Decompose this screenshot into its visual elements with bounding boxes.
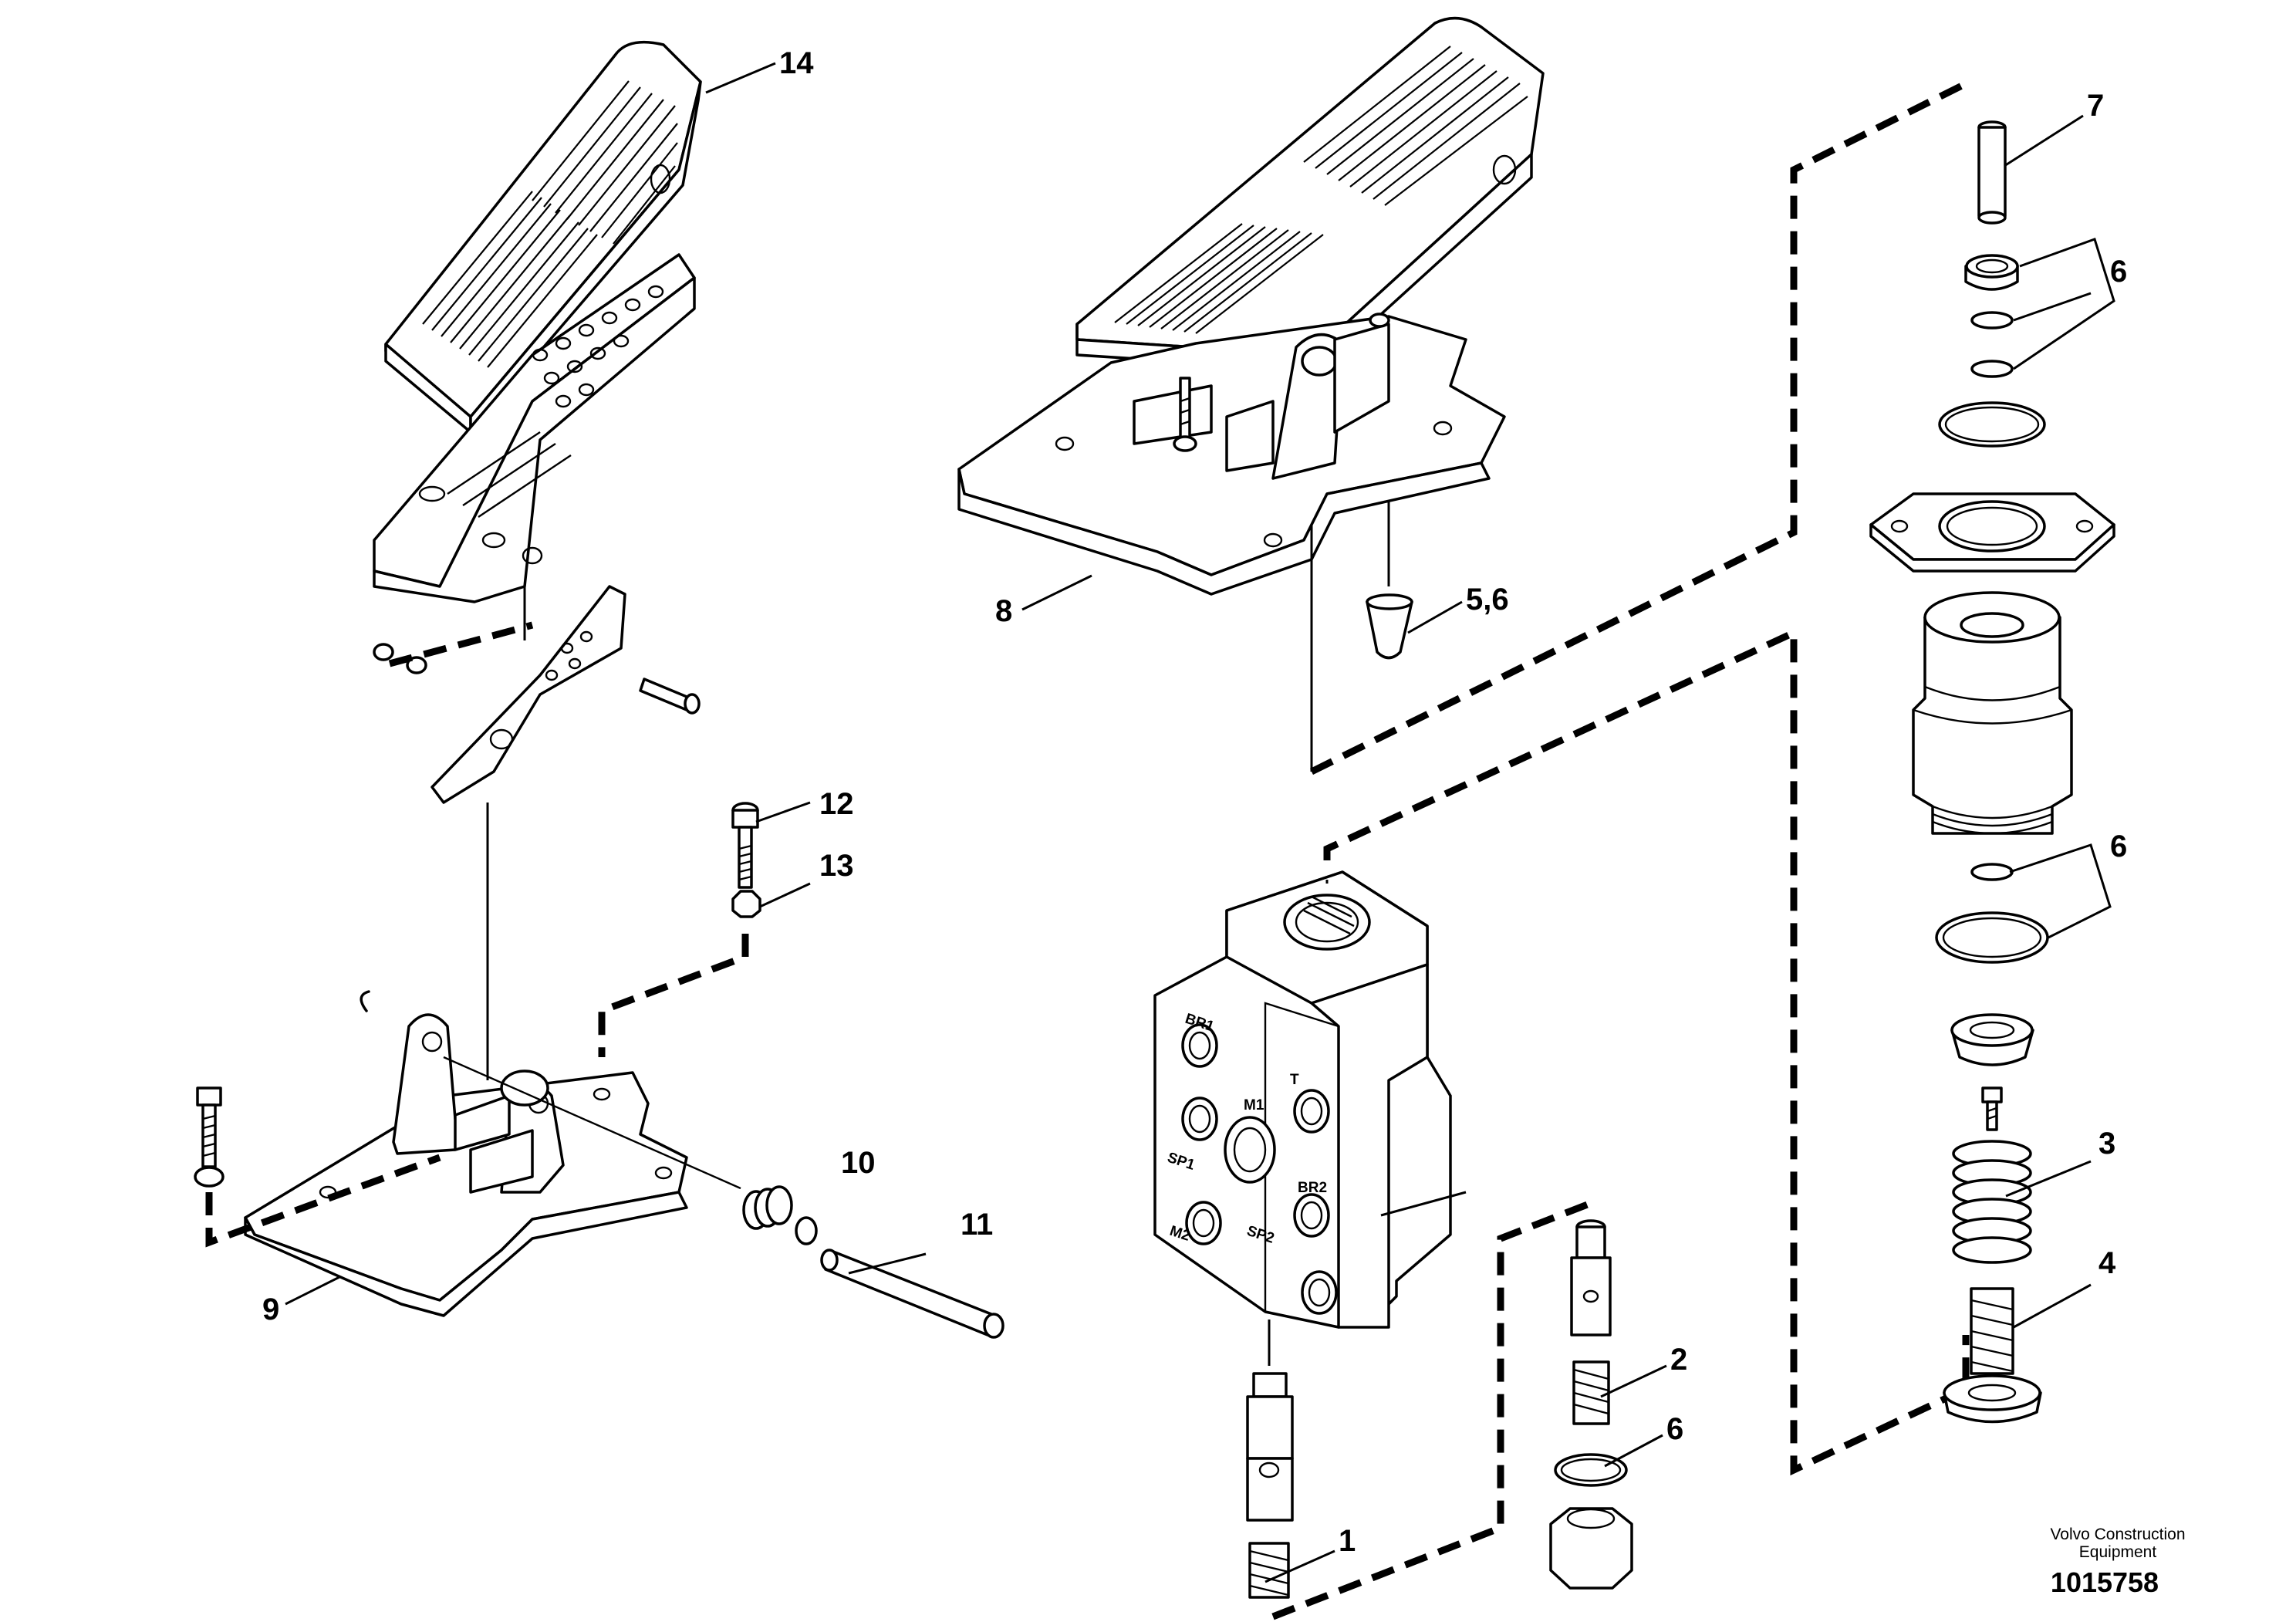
left-nut-washer bbox=[373, 643, 427, 674]
callout-13: 13 bbox=[819, 849, 854, 883]
callout-leaders bbox=[285, 62, 2115, 1583]
callout-4: 4 bbox=[2098, 1246, 2116, 1280]
hex-nut-lower bbox=[1549, 1507, 1633, 1590]
o-ring-6a bbox=[1970, 311, 2014, 329]
callout-3: 3 bbox=[2098, 1127, 2115, 1161]
left-pedal-body bbox=[373, 253, 696, 603]
left-pedal-assembly bbox=[194, 40, 1004, 1339]
left-bolt bbox=[639, 678, 701, 715]
callout-2: 2 bbox=[1670, 1343, 1687, 1377]
callout-labels: 14 8 5,6 12 13 10 11 9 1 2 6 7 6 6 3 4 bbox=[262, 46, 2127, 1558]
callout-7: 7 bbox=[2087, 89, 2104, 123]
flange-plate bbox=[1869, 492, 2115, 573]
callout-6-lower: 6 bbox=[1666, 1412, 1683, 1446]
washer-6-top bbox=[1964, 254, 2019, 291]
callout-1: 1 bbox=[1339, 1524, 1356, 1558]
large-o-ring-lower bbox=[1935, 911, 2049, 964]
lower-plunger-stack bbox=[1246, 1200, 1591, 1620]
spring-cup bbox=[1950, 1013, 2034, 1066]
o-ring-6b bbox=[1970, 360, 2014, 378]
plug-5-6 bbox=[1366, 600, 1413, 660]
port-label-br2: BR2 bbox=[1298, 1180, 1327, 1196]
left-pedal-pad bbox=[384, 40, 702, 434]
callout-10: 10 bbox=[841, 1146, 876, 1180]
o-ring-6c bbox=[1970, 863, 2014, 881]
spring-10 bbox=[742, 1185, 818, 1245]
callout-11: 11 bbox=[961, 1208, 993, 1242]
callout-12: 12 bbox=[819, 787, 854, 821]
port-label-m1: M1 bbox=[1244, 1097, 1264, 1113]
document-number: 1015758 bbox=[2051, 1566, 2159, 1598]
lower-valve-stack bbox=[1549, 1219, 1633, 1590]
o-ring-6-lower bbox=[1554, 1453, 1628, 1487]
callout-9: 9 bbox=[262, 1293, 279, 1326]
right-valve-stack bbox=[1869, 120, 2115, 1424]
nut-13 bbox=[731, 890, 761, 918]
large-o-ring bbox=[1938, 401, 2046, 448]
left-vertical-bolt bbox=[194, 1086, 225, 1188]
left-linkage-plate bbox=[430, 585, 626, 804]
callout-14: 14 bbox=[779, 46, 814, 80]
callout-5-6: 5,6 bbox=[1466, 583, 1509, 617]
valve-housing bbox=[1912, 591, 2073, 835]
center-pedal-assembly bbox=[957, 16, 1966, 776]
left-clip bbox=[360, 990, 370, 1012]
pin-7 bbox=[1977, 120, 2007, 225]
spring-4 bbox=[1970, 1287, 2014, 1375]
bolt-12 bbox=[731, 802, 759, 889]
spring-2 bbox=[1572, 1360, 1610, 1425]
brand-line-1: Volvo Construction bbox=[2050, 1526, 2185, 1543]
small-screw bbox=[1981, 1086, 2003, 1131]
callout-6-top: 6 bbox=[2110, 255, 2127, 289]
spring-3 bbox=[1952, 1140, 2032, 1264]
left-base-plate bbox=[244, 1013, 688, 1317]
valve-body: BR1 T M1 SP1 BR2 M2 SP2 bbox=[1153, 627, 1970, 1476]
port-label-t: T bbox=[1290, 1072, 1299, 1088]
footer-branding: Volvo Construction Equipment 1015758 bbox=[2050, 1526, 2185, 1598]
pin-11 bbox=[820, 1249, 1004, 1339]
brand-line-2: Equipment bbox=[2079, 1543, 2157, 1561]
callout-6-middle: 6 bbox=[2110, 830, 2127, 863]
callout-8: 8 bbox=[995, 594, 1012, 628]
bottom-cup bbox=[1943, 1374, 2042, 1424]
spring-1 bbox=[1248, 1542, 1290, 1599]
